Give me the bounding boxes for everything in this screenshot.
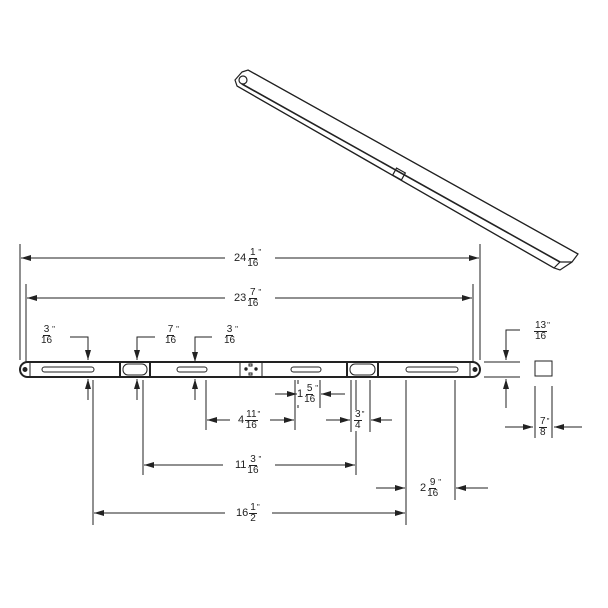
dim-num: 3 [249, 454, 257, 466]
dim-den: 16 [245, 420, 257, 431]
dim-num: 11 [245, 409, 258, 421]
dim-unit: " [547, 321, 550, 330]
dim-whole: 16 [236, 507, 249, 519]
dim-num: 1 [249, 502, 257, 514]
dim-den: 16 [165, 335, 177, 346]
dim-num: 13 [534, 320, 548, 332]
dim-unit: " [361, 410, 365, 419]
dim-whole: 4 [238, 414, 245, 426]
dim-den: 16 [535, 331, 547, 342]
dim-den: 16 [247, 258, 259, 269]
dim-den: 16 [224, 335, 236, 346]
dim-whole: 1 [297, 388, 304, 400]
dim-den: 4 [355, 420, 361, 431]
dim-unit: " [52, 325, 55, 334]
dim-unit: " [258, 455, 262, 464]
dim-whole: 2 [420, 482, 427, 494]
dim-den: 2 [250, 513, 256, 524]
dim-unit: " [235, 325, 238, 334]
dim-den: 16 [247, 465, 259, 476]
dim-num: 3 [225, 324, 234, 336]
dim-unit: " [546, 417, 550, 426]
dim-unit: " [258, 248, 262, 257]
dim-num: 7 [539, 416, 547, 428]
dim-whole: 23 [234, 292, 247, 304]
dim-num: 3 [42, 324, 51, 336]
dim-unit: " [258, 288, 262, 297]
dim-unit: " [176, 325, 179, 334]
dim-num: 1 [249, 247, 257, 259]
dim-den: 8 [540, 427, 546, 438]
dim-num: 3 [354, 409, 362, 421]
dim-unit: " [315, 384, 319, 393]
dim-den: 16 [304, 394, 316, 405]
dim-num: 7 [249, 287, 257, 299]
dim-whole: 24 [234, 252, 247, 264]
dim-den: 16 [41, 335, 53, 346]
dim-num: 7 [166, 324, 175, 336]
dim-unit: " [256, 503, 260, 512]
dim-whole: 11 [235, 459, 247, 471]
dim-unit: " [257, 410, 261, 419]
dim-den: 16 [427, 488, 439, 499]
dim-unit: " [438, 478, 442, 487]
dim-num: 5 [305, 383, 314, 395]
dim-den: 16 [247, 298, 259, 309]
dim-num: 9 [428, 477, 437, 489]
